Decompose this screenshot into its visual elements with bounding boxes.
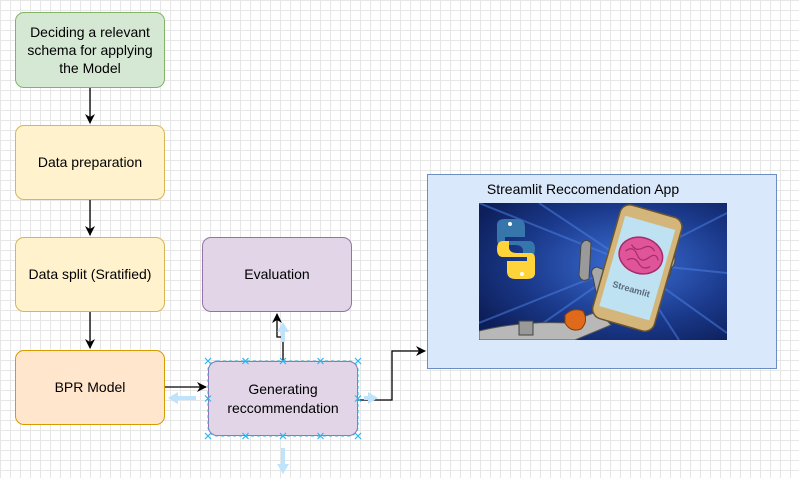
connect-arrows[interactable] (168, 322, 378, 474)
resize-handle-icon[interactable] (279, 357, 287, 365)
resize-handle-icon[interactable] (242, 357, 249, 365)
resize-handle-icon[interactable] (317, 357, 324, 365)
resize-handle-icon[interactable] (317, 432, 324, 440)
selection-outline (207, 360, 359, 437)
node-data-split-label: Data split (Sratified) (28, 266, 152, 283)
resize-handle-icon[interactable] (279, 432, 287, 440)
connect-arrow-right-icon[interactable] (364, 392, 378, 404)
python-logo-icon (497, 219, 535, 279)
resize-handle-icon[interactable] (204, 357, 212, 365)
selection-handles[interactable] (204, 357, 362, 440)
node-schema-decision-label: Deciding a relevant schema for applying … (27, 23, 153, 77)
node-bpr-model[interactable]: BPR Model (15, 350, 165, 425)
edge-gen-to-eval[interactable] (272, 313, 284, 361)
node-generating-recommendation-label: Generating reccommendation (227, 381, 339, 416)
resize-handle-icon[interactable] (204, 432, 212, 440)
node-streamlit-app-title: Streamlit Reccomendation App (486, 181, 680, 197)
node-bpr-model-label: BPR Model (54, 379, 126, 396)
node-schema-decision[interactable]: Deciding a relevant schema for applying … (15, 12, 165, 88)
node-streamlit-app[interactable]: Streamlit Reccomendation App (427, 174, 777, 369)
connect-arrow-up-icon[interactable] (277, 322, 289, 342)
connect-arrow-down-icon[interactable] (277, 448, 289, 474)
node-data-preparation-label: Data preparation (37, 154, 143, 171)
node-evaluation[interactable]: Evaluation (202, 237, 352, 312)
node-evaluation-label: Evaluation (244, 266, 310, 283)
resize-handle-icon[interactable] (354, 395, 362, 402)
edge-gen-to-app[interactable] (358, 346, 426, 401)
connect-arrow-left-icon[interactable] (168, 392, 196, 404)
node-generating-recommendation[interactable]: Generating reccommendation (208, 361, 358, 436)
node-data-split[interactable]: Data split (Sratified) (15, 237, 165, 312)
node-data-preparation[interactable]: Data preparation (15, 125, 165, 200)
resize-handle-icon[interactable] (204, 395, 212, 402)
resize-handle-icon[interactable] (354, 432, 362, 440)
streamlit-app-illustration: Streamlit (479, 203, 727, 340)
resize-handle-icon[interactable] (242, 432, 249, 440)
resize-handle-icon[interactable] (354, 357, 362, 365)
smartphone-icon: Streamlit (591, 204, 683, 332)
